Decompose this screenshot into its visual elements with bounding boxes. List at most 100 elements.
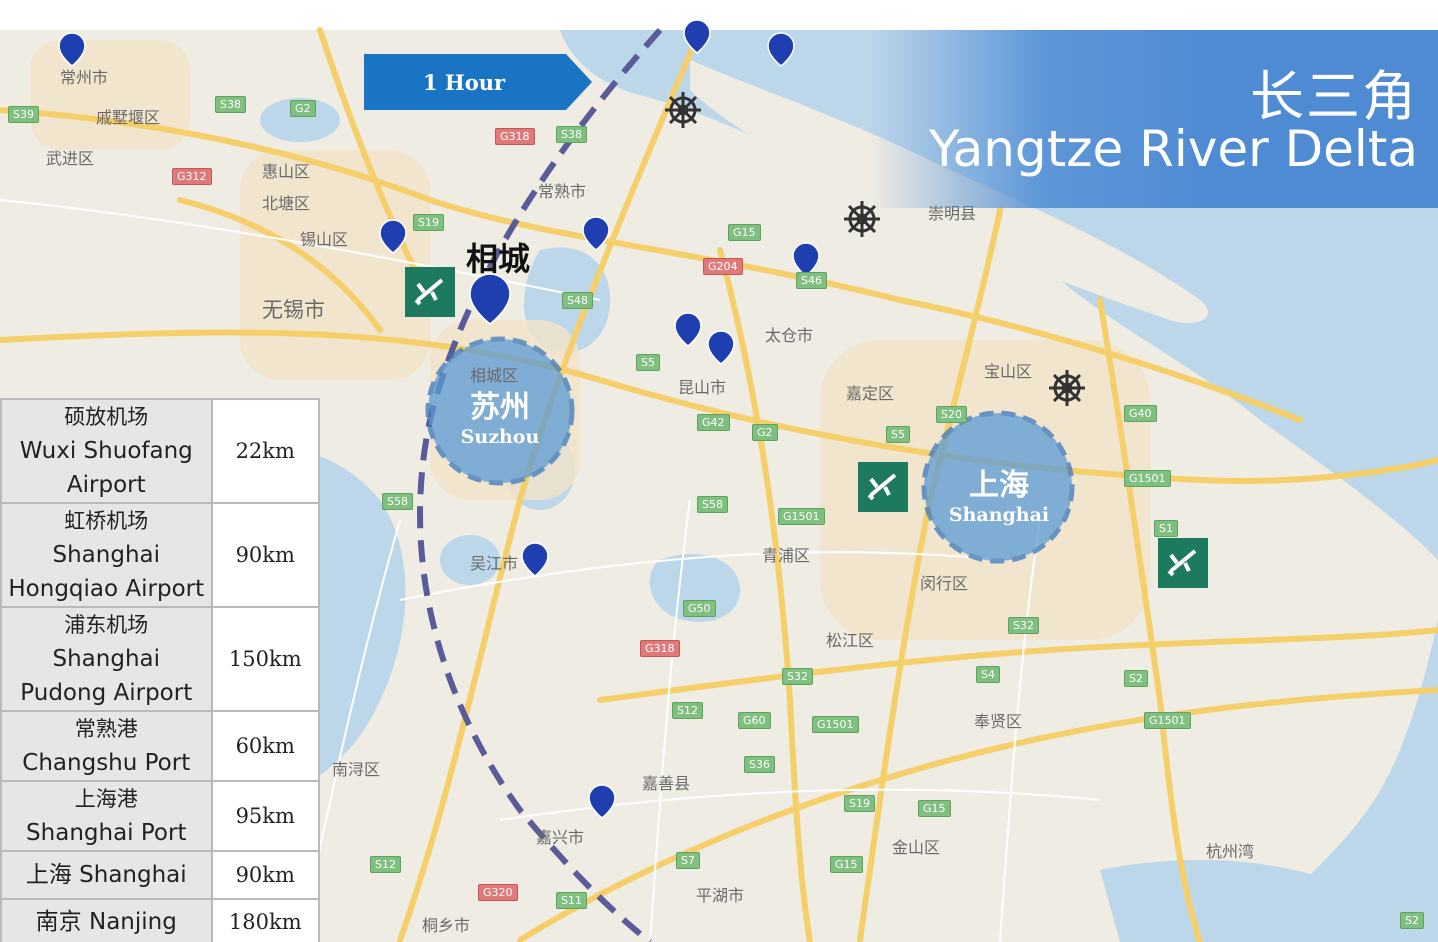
highway-shield: S19 bbox=[413, 214, 444, 231]
dianshan-lake bbox=[649, 554, 740, 622]
place-label: 崇明县 bbox=[928, 204, 977, 223]
one-hour-label: 1 Hour bbox=[422, 70, 506, 95]
place-label: 昆山市 bbox=[678, 378, 727, 397]
place-label: 常熟市 bbox=[538, 182, 587, 201]
suzhou-label-cn: 苏州 bbox=[470, 390, 530, 425]
highway-shield: S1 bbox=[1154, 520, 1178, 537]
table-row: 虹桥机场 Shanghai Hongqiao Airport 90km bbox=[0, 502, 321, 608]
location-pin-icon bbox=[58, 32, 86, 67]
airport-icon bbox=[858, 462, 908, 512]
name-cn: 硕放机场 bbox=[64, 405, 149, 429]
table-row: 上海港 Shanghai Port 95km bbox=[0, 780, 321, 852]
place-label: 青浦区 bbox=[762, 546, 811, 565]
location-pins bbox=[58, 19, 820, 819]
place-label: 武进区 bbox=[46, 149, 95, 168]
place-label: 嘉兴市 bbox=[536, 828, 585, 847]
highway-shield: S58 bbox=[697, 496, 728, 513]
name-cn: 浦东机场 bbox=[64, 613, 149, 637]
highway-shield: G204 bbox=[703, 258, 743, 275]
highway-shield: G1501 bbox=[812, 716, 859, 733]
port-icon bbox=[844, 201, 880, 237]
place-label: 无锡市 bbox=[262, 298, 325, 322]
place-label: 桐乡市 bbox=[422, 916, 471, 935]
major-roads bbox=[0, 27, 1438, 942]
highway-shield: S48 bbox=[562, 292, 593, 309]
highway-shield: G15 bbox=[830, 856, 863, 873]
highway-shield: S12 bbox=[672, 702, 703, 719]
highway-shield: S38 bbox=[556, 126, 587, 143]
place-label: 戚墅堰区 bbox=[96, 108, 161, 127]
highway-shield: G42 bbox=[697, 414, 730, 431]
highway-shield: G318 bbox=[640, 640, 680, 657]
location-pin-icon bbox=[767, 32, 795, 67]
name-en: Shanghai bbox=[52, 542, 161, 568]
distance-name-cell: 浦东机场 Shanghai Pudong Airport bbox=[0, 606, 213, 712]
place-label: 嘉善县 bbox=[642, 774, 691, 793]
place-label: 松江区 bbox=[826, 631, 875, 650]
highway-shield: G1501 bbox=[778, 508, 825, 525]
banner-title-en: Yangtze River Delta bbox=[928, 120, 1418, 178]
name-cn: 南京 Nanjing bbox=[35, 909, 177, 935]
table-row: 上海 Shanghai 90km bbox=[0, 850, 321, 900]
port-icon bbox=[665, 92, 701, 128]
name-cn: 常熟港 bbox=[74, 717, 138, 741]
place-label: 奉贤区 bbox=[974, 712, 1023, 731]
distance-value: 60km bbox=[210, 710, 321, 782]
title-banner: 长三角 Yangtze River Delta bbox=[870, 30, 1438, 208]
highway-shield: S7 bbox=[676, 852, 700, 869]
distance-value: 22km bbox=[210, 398, 321, 504]
highway-shield: S32 bbox=[1008, 617, 1039, 634]
location-pin-icon bbox=[674, 312, 702, 347]
airport-icon bbox=[1158, 538, 1208, 588]
highway-shield: G318 bbox=[495, 128, 535, 145]
highway-shield: G2 bbox=[752, 424, 778, 441]
name-cn: 上海港 bbox=[74, 787, 138, 811]
highway-shield: G2 bbox=[290, 100, 316, 117]
shanghai-circle bbox=[921, 410, 1075, 564]
airport-icon bbox=[405, 267, 455, 317]
highway-shield: S38 bbox=[215, 96, 246, 113]
highway-shield: G1501 bbox=[1124, 470, 1171, 487]
distance-value: 90km bbox=[210, 850, 321, 900]
hangzhou-bay bbox=[1100, 860, 1380, 942]
wuxi-urban bbox=[240, 150, 430, 380]
place-label: 闵行区 bbox=[920, 574, 969, 593]
location-pin-icon bbox=[588, 784, 616, 819]
place-label: 吴江市 bbox=[470, 554, 519, 573]
highway-shield: S32 bbox=[782, 668, 813, 685]
name-en: Airport bbox=[66, 472, 146, 498]
highway-shield: S5 bbox=[886, 426, 910, 443]
highway-shield: S5 bbox=[636, 354, 660, 371]
highway-shield: S39 bbox=[8, 106, 39, 123]
distance-name-cell: 常熟港 Changshu Port bbox=[0, 710, 213, 782]
place-label: 宝山区 bbox=[984, 362, 1033, 381]
name-en: Pudong Airport bbox=[20, 680, 193, 706]
place-label: 金山区 bbox=[892, 838, 941, 857]
distance-value: 95km bbox=[210, 780, 321, 852]
highway-shield: G60 bbox=[738, 712, 771, 729]
lake bbox=[260, 98, 340, 142]
distance-name-cell: 南京 Nanjing bbox=[0, 898, 213, 942]
distance-name-cell: 硕放机场 Wuxi Shuofang Airport bbox=[0, 398, 213, 504]
place-label: 杭州湾 bbox=[1206, 842, 1255, 861]
location-pin-icon bbox=[379, 219, 407, 254]
one-hour-arrow-shape bbox=[364, 54, 592, 110]
suzhou-circle bbox=[425, 336, 575, 486]
table-row: 南京 Nanjing 180km bbox=[0, 898, 321, 942]
highway-shield: S2 bbox=[1400, 912, 1424, 929]
distance-value: 90km bbox=[210, 502, 321, 608]
banner-title-cn: 长三角 bbox=[1250, 65, 1418, 128]
place-label: 平湖市 bbox=[696, 886, 745, 905]
port-icon bbox=[1049, 370, 1085, 406]
suzhou-label-en: Suzhou bbox=[460, 426, 540, 448]
shanghai-label-cn: 上海 bbox=[969, 468, 1029, 503]
highway-shield: S20 bbox=[936, 406, 967, 423]
highway-shield: S58 bbox=[382, 493, 413, 510]
distance-value: 150km bbox=[210, 606, 321, 712]
distance-name-cell: 上海港 Shanghai Port bbox=[0, 780, 213, 852]
highway-shield: S19 bbox=[844, 795, 875, 812]
name-en: Hongqiao Airport bbox=[8, 576, 205, 602]
highway-shield: G15 bbox=[918, 800, 951, 817]
highway-shield: S12 bbox=[370, 856, 401, 873]
highway-shield: G312 bbox=[172, 168, 212, 185]
